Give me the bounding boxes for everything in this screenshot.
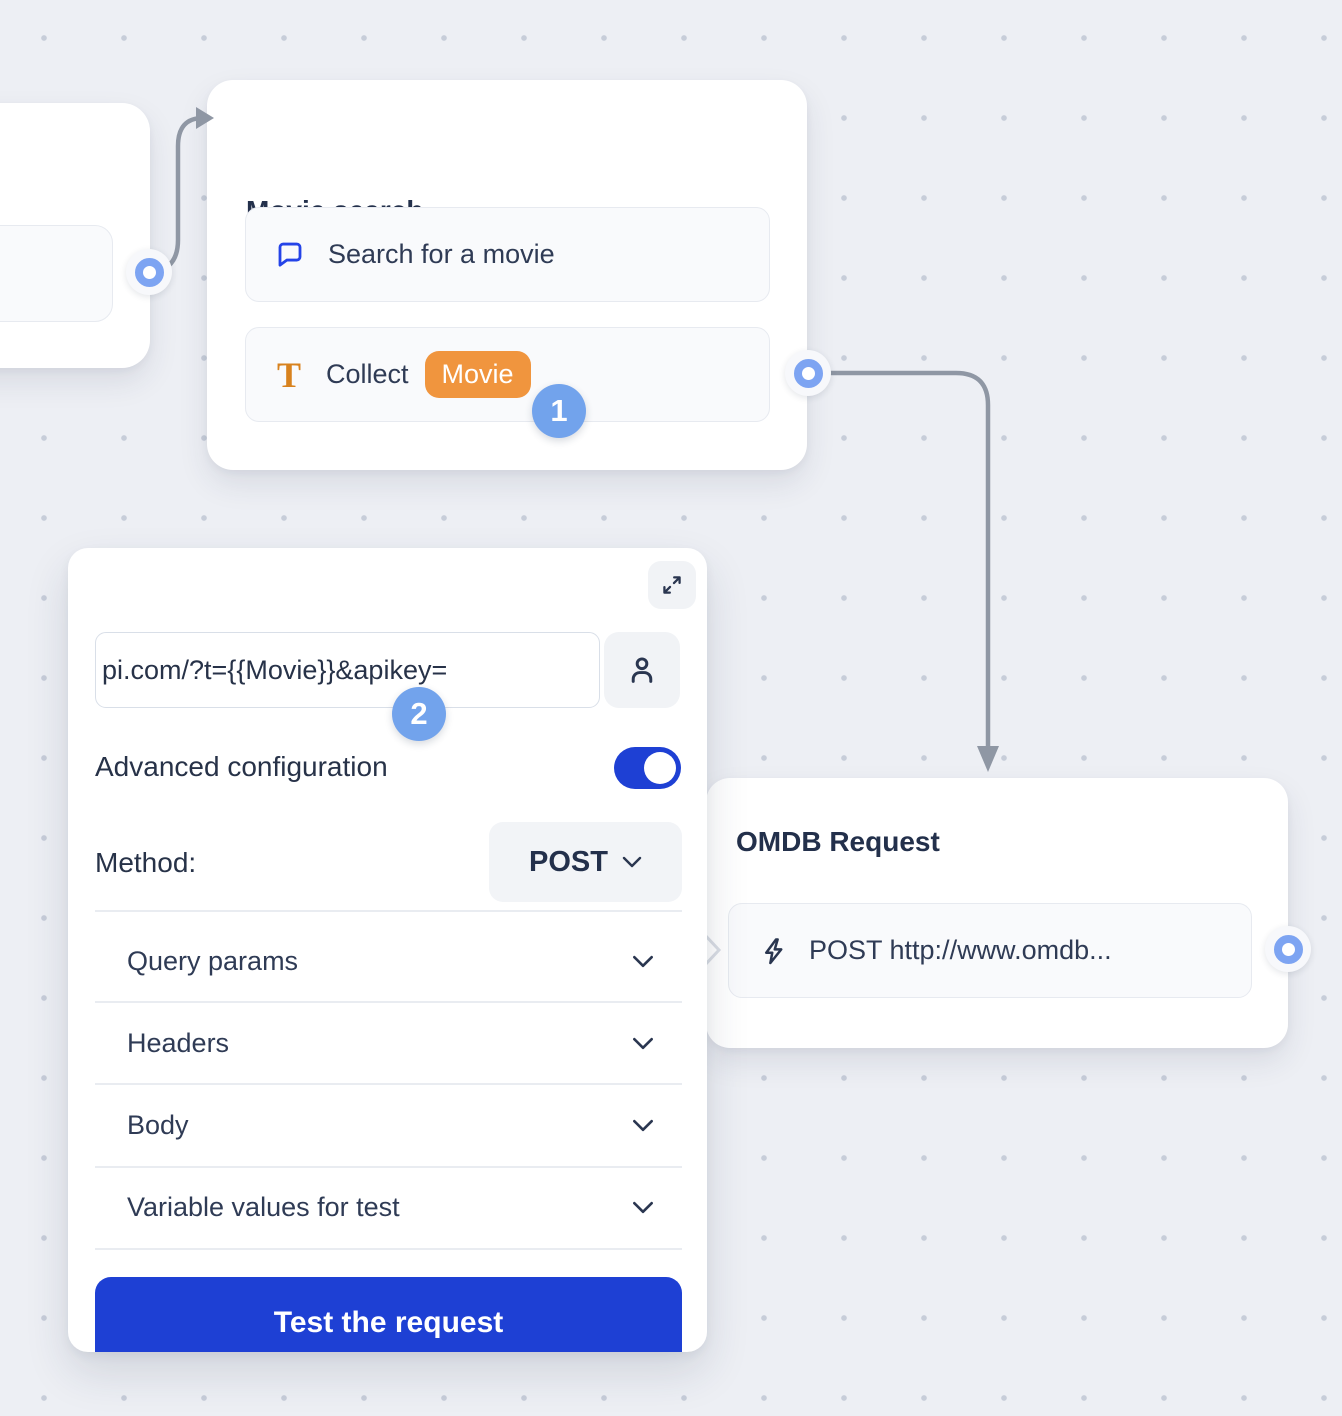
output-port-left-node[interactable]	[126, 249, 172, 295]
section-label: Variable values for test	[127, 1191, 400, 1222]
node-partial-left[interactable]	[0, 103, 150, 368]
output-port-movie-search[interactable]	[785, 350, 831, 396]
user-icon	[631, 657, 653, 683]
expand-button[interactable]	[648, 561, 696, 609]
expand-icon	[663, 576, 681, 594]
advanced-configuration-toggle[interactable]	[614, 747, 681, 789]
divider	[95, 1248, 682, 1250]
item-label: Collect	[326, 359, 409, 389]
section-label: Headers	[127, 1027, 230, 1058]
chevron-down-icon	[632, 955, 682, 968]
node-omdb-request[interactable]: OMDB Request POST http://www.omdb...	[706, 778, 1288, 1048]
item-label: POST http://www.omdb...	[809, 935, 1112, 965]
section-query-params[interactable]: Query params	[95, 921, 682, 1001]
movie-search-item-collect[interactable]: T Collect Movie	[245, 327, 770, 422]
section-variable-values[interactable]: Variable values for test	[95, 1167, 682, 1247]
section-label: Query params	[127, 945, 299, 976]
lightning-icon	[759, 936, 789, 966]
divider	[95, 1166, 682, 1168]
wire-arrowhead-down-icon	[977, 746, 999, 772]
chevron-down-icon	[632, 1037, 682, 1050]
method-dropdown[interactable]: POST	[489, 822, 682, 902]
chevron-down-icon	[622, 856, 642, 868]
text-type-icon: T	[277, 354, 302, 395]
section-label: Body	[127, 1109, 189, 1140]
port-ring-icon	[793, 358, 823, 388]
port-ring-icon	[134, 257, 164, 287]
step-badge-2: 2	[392, 687, 446, 741]
node-partial-left-item[interactable]	[0, 225, 113, 322]
chevron-down-icon	[632, 1119, 682, 1132]
port-ring-icon	[1273, 934, 1303, 964]
test-request-button[interactable]: Test the request	[95, 1277, 682, 1352]
node-movie-search[interactable]: Movie search Search for a movie T Collec…	[207, 80, 807, 470]
movie-search-item-question[interactable]: Search for a movie	[245, 207, 770, 302]
wire-left-to-movie-search	[151, 115, 206, 275]
node-title: OMDB Request	[736, 826, 940, 857]
output-port-omdb-request[interactable]	[1265, 926, 1311, 972]
omdb-request-item[interactable]: POST http://www.omdb...	[728, 903, 1252, 998]
toggle-knob	[644, 752, 676, 784]
request-url-input[interactable]	[95, 632, 600, 708]
variable-badge: Movie	[424, 351, 531, 398]
wire-movie-search-to-omdb	[821, 370, 991, 749]
method-label: Method:	[95, 847, 197, 878]
divider	[95, 1083, 682, 1085]
step-badge-1: 1	[532, 384, 586, 438]
divider	[95, 1001, 682, 1003]
webhook-config-panel: Advanced configuration Method: POST Quer…	[68, 548, 707, 1352]
chat-bubble-icon	[274, 239, 306, 271]
section-headers[interactable]: Headers	[95, 1003, 682, 1083]
item-label: Search for a movie	[328, 239, 555, 269]
advanced-configuration-label: Advanced configuration	[95, 751, 388, 782]
section-body[interactable]: Body	[95, 1085, 682, 1165]
divider	[95, 910, 682, 912]
user-variable-button[interactable]	[604, 632, 680, 708]
method-value: POST	[529, 845, 608, 878]
chevron-down-icon	[632, 1201, 682, 1214]
